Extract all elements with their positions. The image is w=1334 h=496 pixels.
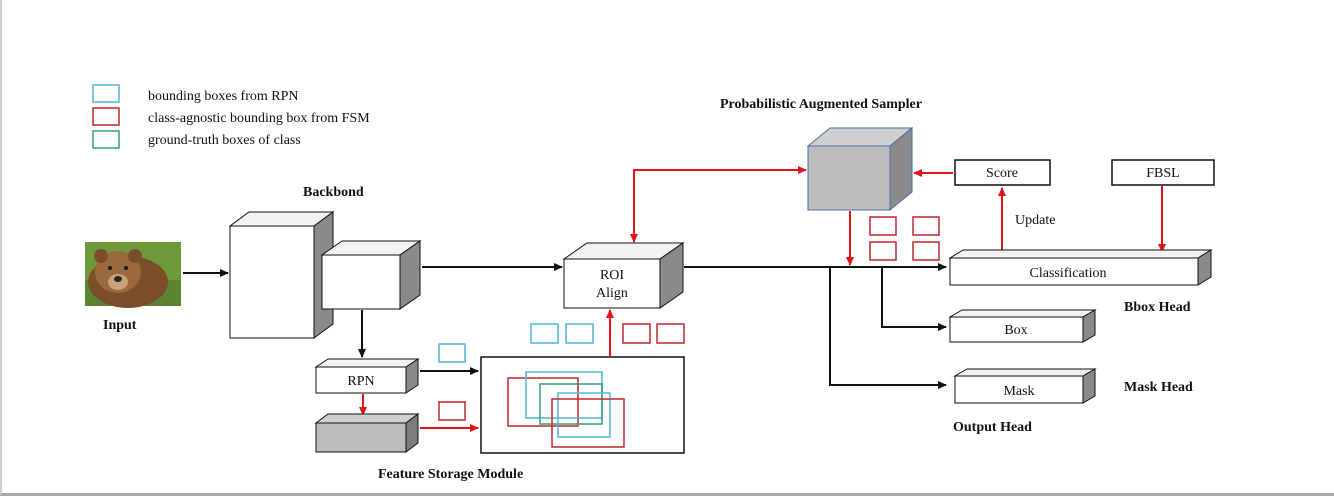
mask-block — [953, 368, 1097, 404]
classification-block — [948, 249, 1213, 286]
arrow-roi-to-mask — [829, 267, 947, 389]
fsm-label: Feature Storage Module — [378, 467, 523, 482]
legend-swatch-rpn — [92, 84, 120, 103]
box-label: Box — [1004, 323, 1027, 338]
backbone-label: Backbond — [303, 185, 364, 200]
bbox-head-label: Bbox Head — [1124, 300, 1191, 315]
arrow-roi-to-sampler — [630, 166, 807, 243]
fsm-proposal-box-icon — [438, 401, 466, 421]
rpn-sample-box-1 — [530, 323, 559, 344]
fsm-block — [480, 356, 685, 454]
classification-label: Classification — [1030, 266, 1107, 281]
sampler-block — [806, 126, 914, 212]
mask-head-label: Mask Head — [1124, 380, 1193, 395]
sampled-box-2 — [912, 216, 940, 236]
fbsl-label: FBSL — [1146, 166, 1179, 181]
backbone-block — [228, 211, 335, 339]
legend-label-rpn: bounding boxes from RPN — [148, 89, 299, 104]
legend-label-fsm: class-agnostic bounding box from FSM — [148, 111, 370, 126]
sampled-box-3 — [869, 241, 897, 261]
roi-align-block — [562, 242, 685, 309]
fsm-sample-box-1 — [622, 323, 651, 344]
input-label: Input — [103, 318, 137, 333]
feature-map-block — [320, 240, 422, 310]
score-box — [954, 159, 1051, 186]
update-label: Update — [1015, 213, 1055, 228]
roi-label-line2: Align — [596, 286, 628, 301]
legend: bounding boxes from RPN class-agnostic b… — [92, 84, 370, 149]
fsm-sample-box-2 — [656, 323, 685, 344]
input-image — [85, 242, 181, 308]
legend-label-gt: ground-truth boxes of class — [148, 133, 301, 148]
rpn-block — [314, 358, 420, 394]
fbsl-box — [1111, 159, 1215, 186]
sampled-box-1 — [869, 216, 897, 236]
output-head-label: Output Head — [953, 420, 1032, 435]
sampler-label: Probabilistic Augmented Sampler — [720, 97, 922, 112]
roi-label-line1: ROI — [600, 268, 624, 283]
legend-swatch-gt — [92, 130, 120, 149]
legend-swatch-fsm — [92, 107, 120, 126]
sampled-box-4 — [912, 241, 940, 261]
rpn-sample-box-2 — [565, 323, 594, 344]
score-label: Score — [986, 166, 1018, 181]
storage-block — [314, 413, 420, 453]
arrow-roi-to-box — [881, 267, 947, 331]
box-block — [948, 309, 1097, 343]
mask-label: Mask — [1003, 384, 1034, 399]
rpn-proposal-box-icon — [438, 343, 466, 363]
rpn-label: RPN — [347, 374, 374, 389]
